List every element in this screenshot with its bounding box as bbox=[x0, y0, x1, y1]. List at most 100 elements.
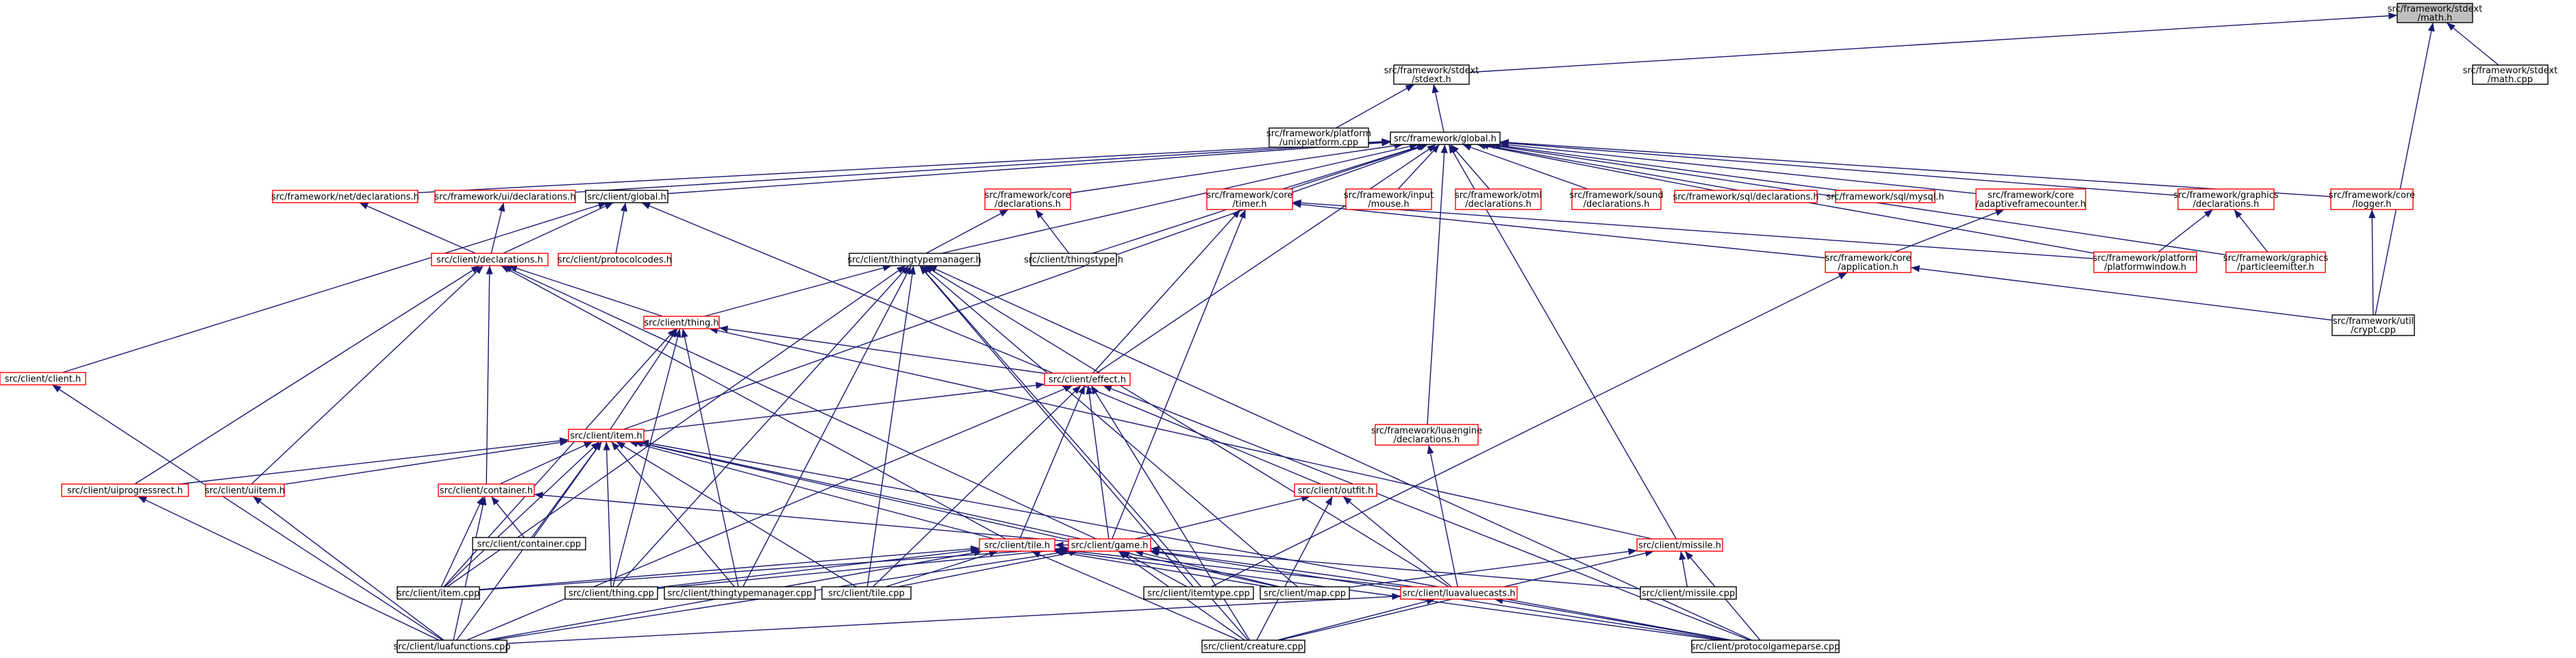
node-core-timer-h[interactable]: src/framework/core/timer.h bbox=[1206, 188, 1293, 210]
node-client-declarations-h[interactable]: src/client/declarations.h bbox=[431, 253, 549, 266]
node-box bbox=[272, 190, 418, 203]
node-label: src/client/tile.h bbox=[984, 541, 1050, 551]
dependency-edge bbox=[506, 593, 1401, 644]
edge-tile_cpp-to-game_h bbox=[897, 549, 1079, 587]
node-net-declarations-h[interactable]: src/framework/net/declarations.h bbox=[271, 190, 419, 203]
edge-tile_h-to-client_effect_h bbox=[1019, 385, 1086, 540]
dependency-edge bbox=[1092, 209, 1241, 374]
node-label: src/client/tile.cpp bbox=[828, 589, 905, 599]
node-map-cpp[interactable]: src/client/map.cpp bbox=[1260, 586, 1350, 600]
node-client-global-h[interactable]: src/client/global.h bbox=[585, 190, 668, 203]
node-protocolcodes-h[interactable]: src/client/protocolcodes.h bbox=[558, 253, 672, 266]
node-box bbox=[558, 253, 672, 266]
node-luafunctions-cpp[interactable]: src/client/luafunctions.cpp bbox=[394, 640, 511, 653]
node-missile-cpp[interactable]: src/client/missile.cpp bbox=[1640, 586, 1737, 600]
node-tile-h[interactable]: src/client/tile.h bbox=[979, 538, 1055, 552]
node-graphics-declarations-h[interactable]: src/framework/graphics/declarations.h bbox=[2173, 188, 2279, 210]
node-label: src/framework/stdext bbox=[2388, 4, 2482, 14]
node-otml-declarations-h[interactable]: src/framework/otml/declarations.h bbox=[1455, 188, 1542, 210]
edge-item_cpp-to-tile_h bbox=[479, 545, 980, 590]
edge-util_crypt_cpp-to-stdext_math_h bbox=[2375, 22, 2435, 316]
node-adaptiveframecounter-h[interactable]: src/framework/core/adaptiveframecounter.… bbox=[1975, 188, 2086, 210]
edge-map_cpp-to-thingtypemanager_h bbox=[921, 265, 1298, 587]
dependency-edge bbox=[1134, 495, 1311, 540]
node-thing-cpp[interactable]: src/client/thing.cpp bbox=[564, 586, 658, 600]
node-client-effect-h[interactable]: src/client/effect.h bbox=[1044, 372, 1131, 386]
node-box bbox=[1345, 188, 1432, 210]
dependency-edge bbox=[440, 496, 484, 587]
node-sql-declarations-h[interactable]: src/framework/sql/declarations.h bbox=[1673, 190, 1819, 203]
node-core-declarations-h[interactable]: src/framework/core/declarations.h bbox=[984, 188, 1071, 210]
node-itemtype-cpp[interactable]: src/client/itemtype.cpp bbox=[1143, 586, 1254, 600]
node-label: src/client/item.cpp bbox=[397, 589, 480, 599]
node-platformwindow-h[interactable]: src/framework/platform/platformwindow.h bbox=[2093, 251, 2198, 273]
dependency-edge bbox=[2234, 209, 2268, 253]
node-label: src/framework/core bbox=[2329, 190, 2415, 201]
node-game-h[interactable]: src/client/game.h bbox=[1068, 538, 1151, 552]
node-stdext-math-h[interactable]: src/framework/stdext/math.h bbox=[2388, 3, 2482, 23]
node-thingtypemanager-h[interactable]: src/client/thingtypemanager.h bbox=[847, 253, 981, 266]
dependency-edge bbox=[503, 265, 1097, 540]
dependency-edge bbox=[62, 201, 608, 373]
dependency-edge bbox=[925, 209, 1009, 254]
dependency-edge bbox=[284, 439, 569, 485]
dependency-edge bbox=[612, 328, 681, 587]
edge-luavaluecasts_h-to-thingtypemanager_h bbox=[924, 265, 1449, 587]
node-sql-mysql-h[interactable]: src/framework/sql/mysql.h bbox=[1826, 190, 1944, 203]
node-util-crypt-cpp[interactable]: src/framework/util/crypt.cpp bbox=[2331, 314, 2415, 336]
node-container-h[interactable]: src/client/container.h bbox=[438, 483, 535, 497]
node-box bbox=[564, 586, 658, 600]
edge-game_h-to-core_timer_h bbox=[1111, 209, 1247, 540]
node-container-cpp[interactable]: src/client/container.cpp bbox=[472, 537, 586, 551]
node-box bbox=[1260, 586, 1350, 600]
node-label: src/framework/ui/declarations.h bbox=[434, 192, 575, 203]
node-client-item-h[interactable]: src/client/item.h bbox=[568, 429, 645, 442]
node-client-thing-h[interactable]: src/client/thing.h bbox=[643, 316, 720, 329]
edge-client_item_h-to-global_h bbox=[623, 144, 1428, 430]
edge-itemtype_cpp-to-thingtypemanager_h bbox=[919, 265, 1194, 587]
node-box bbox=[1393, 64, 1470, 85]
node-label: /declarations.h bbox=[1394, 435, 1460, 445]
node-tile-cpp[interactable]: src/client/tile.cpp bbox=[821, 586, 912, 600]
dependency-edge bbox=[1349, 548, 1638, 588]
node-thingstype-h[interactable]: src/client/thingstype.h bbox=[1024, 253, 1123, 266]
node-ui-declarations-h[interactable]: src/framework/ui/declarations.h bbox=[434, 190, 576, 203]
node-input-mouse-h[interactable]: src/framework/input/mouse.h bbox=[1344, 188, 1434, 210]
node-label: /declarations.h bbox=[1584, 199, 1650, 210]
node-particleemitter-h[interactable]: src/framework/graphics/particleemitter.h bbox=[2223, 251, 2329, 273]
node-box bbox=[2177, 188, 2275, 210]
node-thingtypemanager-cpp[interactable]: src/client/thingtypemanager.cpp bbox=[664, 586, 816, 600]
node-creature-cpp[interactable]: src/client/creature.cpp bbox=[1201, 640, 1305, 653]
node-outfit-h[interactable]: src/client/outfit.h bbox=[1294, 483, 1377, 497]
dependency-edge bbox=[667, 139, 1391, 194]
node-core-application-h[interactable]: src/framework/core/application.h bbox=[1825, 251, 1912, 273]
dependency-edge bbox=[253, 496, 445, 641]
node-uiprogressrect-h[interactable]: src/client/uiprogressrect.h bbox=[61, 483, 189, 497]
node-uiitem-h[interactable]: src/client/uiitem.h bbox=[205, 483, 285, 497]
node-protocolgameparse-cpp[interactable]: src/client/protocolgameparse.cpp bbox=[1691, 640, 1840, 653]
node-stdext-stdext-h[interactable]: src/framework/stdext/stdext.h bbox=[1384, 64, 1479, 85]
dependency-edge bbox=[1103, 385, 1750, 641]
node-missile-h[interactable]: src/client/missile.h bbox=[1636, 538, 1723, 552]
node-luaengine-declarations-h[interactable]: src/framework/luaengine/declarations.h bbox=[1371, 424, 1482, 446]
node-label: /crypt.cpp bbox=[2351, 325, 2396, 336]
node-stdext-math-cpp[interactable]: src/framework/stdext/math.cpp bbox=[2463, 64, 2558, 85]
node-label: /declarations.h bbox=[995, 199, 1061, 210]
dependency-edge bbox=[616, 441, 857, 587]
dependency-edge bbox=[359, 202, 476, 254]
node-label: src/client/missile.cpp bbox=[1642, 589, 1735, 599]
node-core-logger-h[interactable]: src/framework/core/logger.h bbox=[2329, 188, 2415, 210]
edge-luafunctions_cpp-to-client_effect_h bbox=[466, 385, 1073, 641]
node-unixplatform-cpp[interactable]: src/framework/platform/unixplatform.cpp bbox=[1266, 127, 1371, 148]
dependency-edge bbox=[490, 496, 525, 538]
node-box bbox=[1640, 586, 1737, 600]
node-client-client-h[interactable]: src/client/client.h bbox=[0, 372, 86, 385]
node-box bbox=[1455, 188, 1542, 210]
node-luavaluecasts-h[interactable]: src/client/luavaluecasts.h bbox=[1400, 586, 1518, 600]
node-item-cpp[interactable]: src/client/item.cpp bbox=[397, 586, 480, 600]
dependency-edge bbox=[1342, 496, 1452, 587]
node-box bbox=[643, 316, 720, 329]
node-sound-declarations-h[interactable]: src/framework/sound/declarations.h bbox=[1569, 188, 1664, 210]
edge-creature_cpp-to-luavaluecasts_h bbox=[1277, 598, 1436, 641]
node-global-h[interactable]: src/framework/global.h bbox=[1390, 131, 1501, 145]
